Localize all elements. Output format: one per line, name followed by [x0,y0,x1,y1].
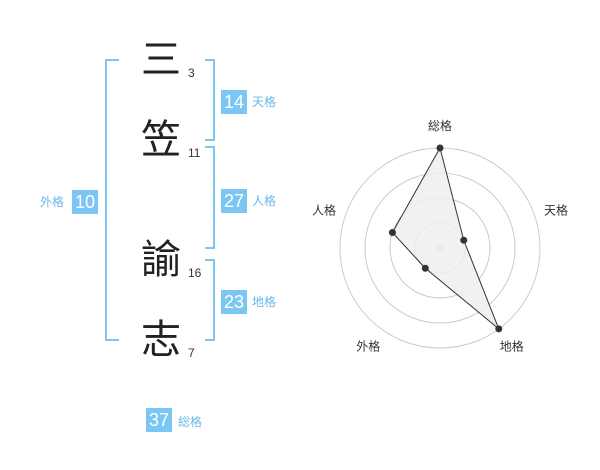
tenkaku-bracket [205,59,215,141]
gaikaku-label: 外格 [40,195,65,209]
jinkaku-value: 27 [221,189,247,213]
radar-axis-label-0: 総格 [428,118,452,133]
stroke-count-4: 7 [188,346,195,360]
radar-point-0 [436,144,444,152]
name-char-3: 諭 [141,237,181,283]
radar-axis-label-1: 天格 [544,202,568,217]
radar-axis-label-2: 地格 [500,339,524,354]
chikaku-bracket [205,259,215,341]
jinkaku-label: 人格 [252,194,277,208]
name-char-1: 三 [141,37,181,83]
chikaku-label: 地格 [252,295,277,309]
name-char-2: 笠 [141,117,181,163]
gaikaku-value: 10 [72,190,98,214]
soukaku-value: 37 [146,408,172,432]
radar-point-3 [421,264,429,272]
gaikaku-bracket [105,59,119,341]
tenkaku-label: 天格 [252,95,277,109]
radar-point-4 [388,229,396,237]
jinkaku-bracket [205,146,215,249]
name-char-4: 志 [141,317,181,363]
chikaku-value: 23 [221,290,247,314]
radar-axis-label-3: 外格 [356,339,380,354]
stroke-count-1: 3 [188,66,195,80]
radar-point-2 [495,325,503,333]
stroke-count-2: 11 [188,146,201,160]
radar-polygon [391,146,500,330]
tenkaku-value: 14 [221,90,247,114]
radar-point-1 [460,236,468,244]
radar-axis-label-4: 人格 [312,202,336,217]
soukaku-label: 総格 [178,415,203,429]
radar-shape [388,144,503,333]
stroke-count-3: 16 [188,266,202,280]
